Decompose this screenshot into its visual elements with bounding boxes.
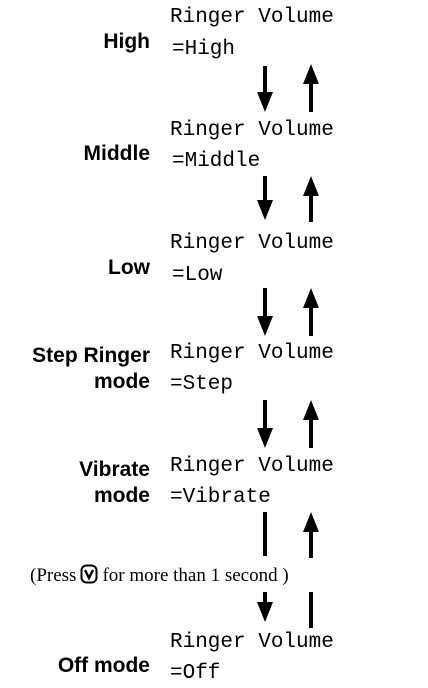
display-line2-step: =Step [170,373,234,396]
display-line2-middle: =Middle [172,150,261,173]
display-line1-high: Ringer Volume [170,6,334,29]
mode-label-low: Low [108,256,150,279]
mode-label-high: High [103,30,150,53]
display-line2-low: =Low [172,264,223,287]
mode-label-vibrate: Vibrate [79,458,150,481]
volume-down-button-icon [80,564,98,584]
press-note-prefix: (Press [30,565,77,586]
mode-label-middle: Middle [83,142,151,165]
display-line2-off: =Off [170,662,221,685]
mode-label-step-line2: mode [93,370,150,393]
press-note: (Press for more than 1 second ) [30,564,289,588]
mode-label-step: Step Ringer [32,344,150,367]
arrow-pair-high-middle [257,64,319,112]
display-line1-vibrate: Ringer Volume [170,455,334,478]
arrow-pair-step-vibrate [257,400,319,448]
display-line2-vibrate: =Vibrate [170,486,271,509]
mode-label-off: Off mode [57,654,150,677]
press-note-suffix: for more than 1 second ) [102,565,289,586]
display-line2-high: =High [172,38,236,61]
display-line1-step: Ringer Volume [170,342,334,365]
arrow-pair-middle-low [257,176,319,222]
mode-label-vibrate-line2: mode [93,484,150,507]
display-line1-low: Ringer Volume [170,232,334,255]
display-line1-off: Ringer Volume [170,631,334,654]
arrow-pair-vibrate-off [257,512,319,628]
display-line1-middle: Ringer Volume [170,119,334,142]
arrow-pair-low-step [257,288,319,336]
